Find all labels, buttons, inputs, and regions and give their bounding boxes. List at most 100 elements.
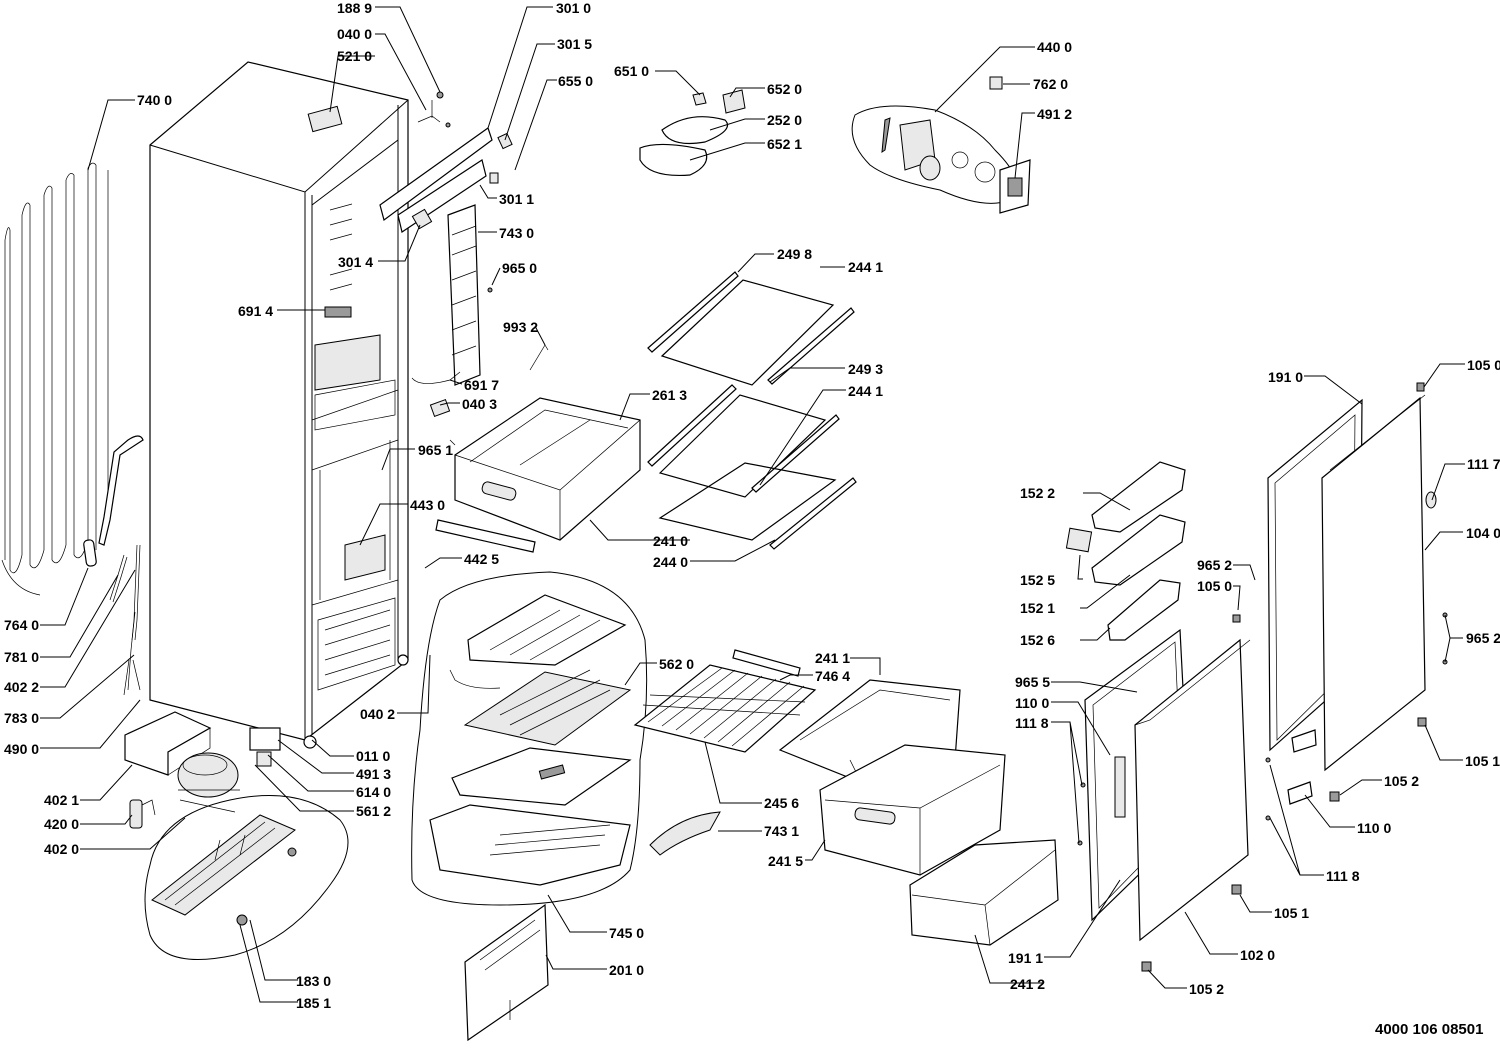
fan-group xyxy=(851,76,1031,214)
cabinet xyxy=(149,61,409,749)
callout-6520: 652 0 xyxy=(767,81,802,97)
callout-0403: 040 3 xyxy=(462,396,497,412)
callout-6140: 614 0 xyxy=(356,784,391,800)
callout-1911: 191 1 xyxy=(1008,950,1043,966)
callout-4912: 491 2 xyxy=(1037,106,1072,122)
callout-6521: 652 1 xyxy=(767,136,802,152)
callout-1117: 111 7 xyxy=(1467,456,1500,472)
callout-1051b: 105 1 xyxy=(1274,905,1309,921)
callout-4900: 490 0 xyxy=(4,741,39,757)
callout-9652a: 965 2 xyxy=(1197,557,1232,573)
top-hinge xyxy=(417,91,451,128)
drain-tubes xyxy=(83,435,144,641)
callout-5210: 521 0 xyxy=(337,48,372,64)
callout-6914: 691 4 xyxy=(238,303,273,319)
callout-2441b: 244 1 xyxy=(848,383,883,399)
callout-7430: 743 0 xyxy=(499,225,534,241)
callout-0402: 040 2 xyxy=(360,706,395,722)
callout-1040: 104 0 xyxy=(1466,525,1500,541)
door-balconies xyxy=(1065,461,1186,641)
callout-1522: 152 2 xyxy=(1020,485,1055,501)
wire-shelf xyxy=(633,649,817,753)
callout-2613: 261 3 xyxy=(652,387,687,403)
callout-2412: 241 2 xyxy=(1010,976,1045,992)
callout-3015: 301 5 xyxy=(557,36,592,52)
callout-9650: 965 0 xyxy=(502,260,537,276)
callout-1052b: 105 2 xyxy=(1189,981,1224,997)
evaporator-group xyxy=(411,571,648,906)
freezer-drawer-top xyxy=(435,397,641,553)
callout-labels: 188 9 040 0 521 0 740 0 301 0 301 5 655 … xyxy=(4,0,1500,1011)
callout-1100a: 110 0 xyxy=(1015,695,1049,711)
callout-4020: 402 0 xyxy=(44,841,79,857)
callout-9655: 965 5 xyxy=(1015,674,1050,690)
callout-5612: 561 2 xyxy=(356,803,391,819)
callout-5620: 562 0 xyxy=(659,656,694,672)
callout-7830: 783 0 xyxy=(4,710,39,726)
callout-7810: 781 0 xyxy=(4,649,39,665)
callout-4425: 442 5 xyxy=(464,551,499,567)
callout-1526: 152 6 xyxy=(1020,632,1055,648)
callout-2415: 241 5 xyxy=(768,853,803,869)
callout-4022: 402 2 xyxy=(4,679,39,695)
freezer-door xyxy=(1321,394,1437,772)
callout-3011: 301 1 xyxy=(499,191,534,207)
callout-1051a: 105 1 xyxy=(1465,753,1500,769)
callout-2411: 241 1 xyxy=(815,650,850,666)
callout-9652b: 965 2 xyxy=(1466,630,1500,646)
cover-lower xyxy=(649,811,721,856)
condenser-coil xyxy=(1,162,109,596)
power-cable xyxy=(123,611,141,696)
callout-4913: 491 3 xyxy=(356,766,391,782)
callout-2010: 201 0 xyxy=(609,962,644,978)
door-rail-left xyxy=(447,204,481,386)
callout-7431: 743 1 xyxy=(764,823,799,839)
callout-1118a: 111 8 xyxy=(1015,715,1049,731)
callout-1521: 152 1 xyxy=(1020,600,1055,616)
callout-2520: 252 0 xyxy=(767,112,802,128)
callout-1052a: 105 2 xyxy=(1384,773,1419,789)
callout-3014: 301 4 xyxy=(338,254,373,270)
callout-4400: 440 0 xyxy=(1037,39,1072,55)
callout-7620: 762 0 xyxy=(1033,76,1068,92)
callout-1830: 183 0 xyxy=(296,973,331,989)
small-fixings xyxy=(411,287,549,446)
document-number: 4000 106 08501 xyxy=(1375,1021,1483,1038)
lamp-group xyxy=(639,89,746,177)
callout-2440: 244 0 xyxy=(653,554,688,570)
callout-1910: 191 0 xyxy=(1268,369,1303,385)
fridge-door xyxy=(1114,638,1251,942)
callout-2498: 249 8 xyxy=(777,246,812,262)
crisper-drawers xyxy=(778,679,1059,946)
callout-7464: 746 4 xyxy=(815,668,850,684)
compressor-group xyxy=(124,711,281,829)
callout-6510: 651 0 xyxy=(614,63,649,79)
callout-7640: 764 0 xyxy=(4,617,39,633)
callout-9932: 993 2 xyxy=(503,319,538,335)
callout-1020: 102 0 xyxy=(1240,947,1275,963)
callout-7400: 740 0 xyxy=(137,92,172,108)
callout-1050b: 105 0 xyxy=(1197,578,1232,594)
callout-2441a: 244 1 xyxy=(848,259,883,275)
callout-4021: 402 1 xyxy=(44,792,79,808)
callout-3010: 301 0 xyxy=(556,0,591,16)
callout-2456: 245 6 xyxy=(764,795,799,811)
callout-1889: 188 9 xyxy=(337,0,372,16)
glass-shelves xyxy=(647,271,857,550)
callout-2493: 249 3 xyxy=(848,361,883,377)
leader-lines xyxy=(40,6,1465,1003)
callout-0400: 040 0 xyxy=(337,26,372,42)
callout-1525: 152 5 xyxy=(1020,572,1055,588)
callout-6550: 655 0 xyxy=(558,73,593,89)
callout-6917: 691 7 xyxy=(464,377,499,393)
callout-2410: 241 0 xyxy=(653,533,688,549)
callout-4200: 420 0 xyxy=(44,816,79,832)
callout-7450: 745 0 xyxy=(609,925,644,941)
callout-1118b: 111 8 xyxy=(1326,868,1360,884)
callout-1100b: 110 0 xyxy=(1357,820,1391,836)
base-plate-group xyxy=(144,795,349,960)
callout-9651: 965 1 xyxy=(418,442,453,458)
control-panel-strip xyxy=(379,127,513,233)
